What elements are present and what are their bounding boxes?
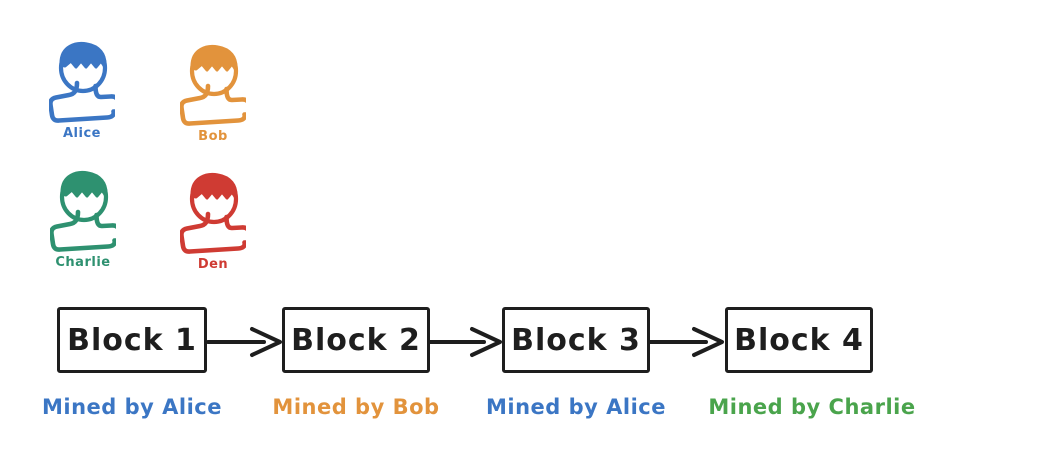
block-2: Block 2 — [282, 307, 430, 373]
arrow-right-icon — [648, 327, 724, 357]
arrow-right-icon — [428, 327, 502, 357]
person-label-charlie: Charlie — [55, 255, 111, 270]
block-1: Block 1 — [57, 307, 207, 373]
person-label-den: Den — [197, 257, 229, 272]
person-icon — [180, 45, 246, 126]
person-icon — [49, 42, 115, 123]
miner-label-block-4: Mined by Charlie — [708, 395, 916, 419]
person-figure-den: Den — [173, 172, 253, 272]
block-4: Block 4 — [725, 307, 873, 373]
person-figure-charlie: Charlie — [43, 170, 123, 270]
arrow-right-icon — [206, 327, 282, 357]
person-figure-alice: Alice — [42, 41, 122, 141]
person-icon — [50, 171, 116, 252]
person-icon — [180, 173, 246, 254]
person-label-alice: Alice — [63, 126, 101, 141]
person-label-bob: Bob — [198, 129, 228, 144]
miner-label-block-2: Mined by Bob — [272, 395, 440, 419]
miner-label-block-3: Mined by Alice — [485, 395, 666, 419]
block-3: Block 3 — [502, 307, 650, 373]
miner-label-block-1: Mined by Alice — [41, 395, 222, 419]
person-figure-bob: Bob — [173, 44, 253, 144]
